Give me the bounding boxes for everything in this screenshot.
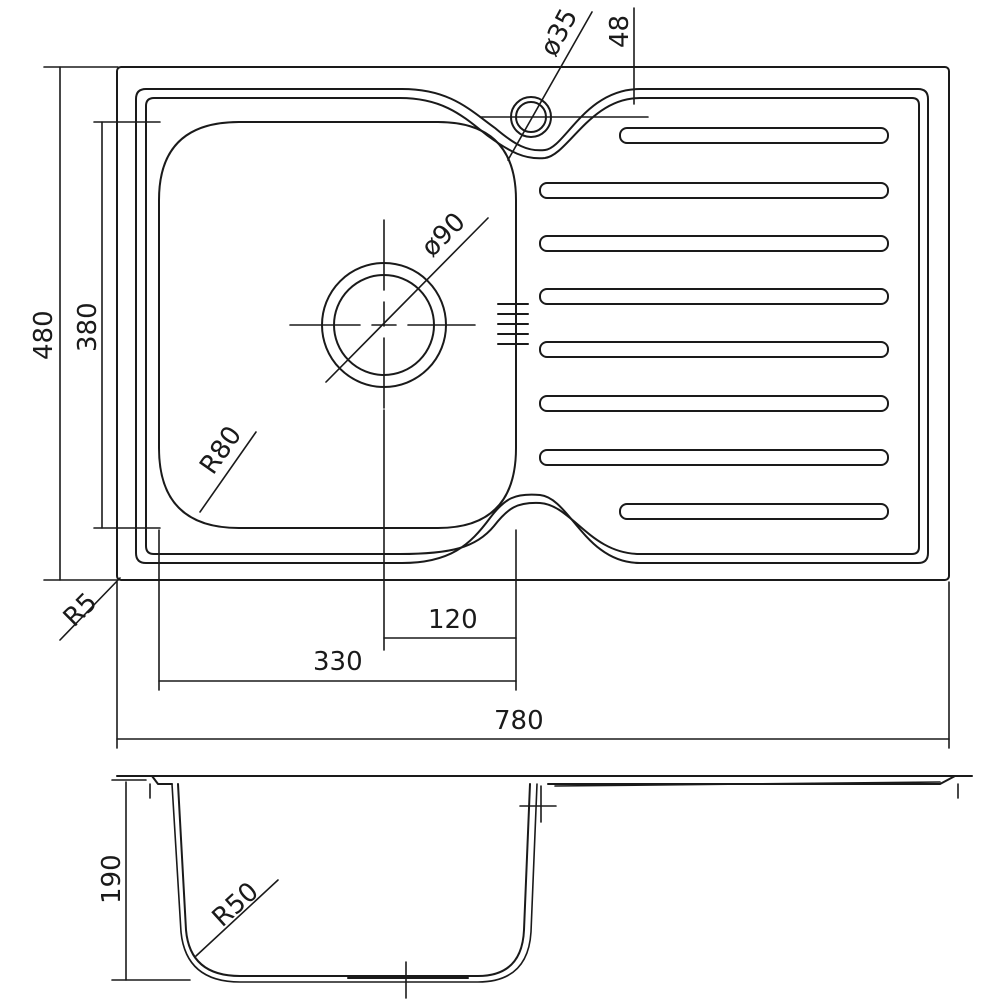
overflow-slots: [497, 303, 529, 345]
drainboard-slot: [619, 127, 889, 144]
drainboard-slot: [619, 503, 889, 520]
rim-outline-outer: [135, 88, 929, 564]
dim-hole-offset: 48: [605, 15, 635, 48]
side-bowl-inner: [171, 783, 538, 983]
dim-total-width: 780: [494, 706, 544, 736]
dim-line-drain-diameter: [325, 217, 489, 383]
dim-hole-diameter: ø35: [535, 4, 584, 61]
drainboard-slot: [539, 235, 889, 252]
side-bowl-profile: [177, 783, 531, 977]
bowl-outline: [158, 121, 517, 529]
dim-side-radius: R50: [207, 877, 265, 934]
drainboard-slot: [539, 341, 889, 358]
dim-corner-radius: R5: [58, 587, 104, 633]
outer-plate: [116, 66, 950, 581]
drainboard-slot: [539, 449, 889, 466]
dim-bowl-corner-radius: R80: [194, 421, 248, 480]
drainboard-slot: [539, 395, 889, 412]
dim-line-side-radius: [195, 879, 279, 957]
dim-drain-offset: 120: [428, 605, 478, 635]
sink-top-view: ø35 48 ø90 480 380 R5 R80 120 330: [29, 4, 950, 749]
drainboard-slot: [539, 288, 889, 305]
dim-drain-diameter: ø90: [416, 207, 472, 263]
drainboard-slot: [539, 182, 889, 199]
dim-line-corner-radius: [59, 577, 121, 641]
side-rim-left: [151, 775, 173, 785]
dim-bowl-depth: 380: [73, 302, 103, 352]
rim-outline-inner: [145, 97, 920, 555]
dim-bowl-width: 330: [313, 647, 363, 677]
sink-side-view: 190 R50: [97, 775, 973, 999]
dim-total-depth: 480: [29, 310, 59, 360]
dim-line-bowl-corner-radius: [199, 431, 257, 513]
dim-line-hole-diameter: [507, 11, 593, 161]
drainboard: [539, 127, 889, 520]
dim-height: 190: [97, 854, 127, 904]
